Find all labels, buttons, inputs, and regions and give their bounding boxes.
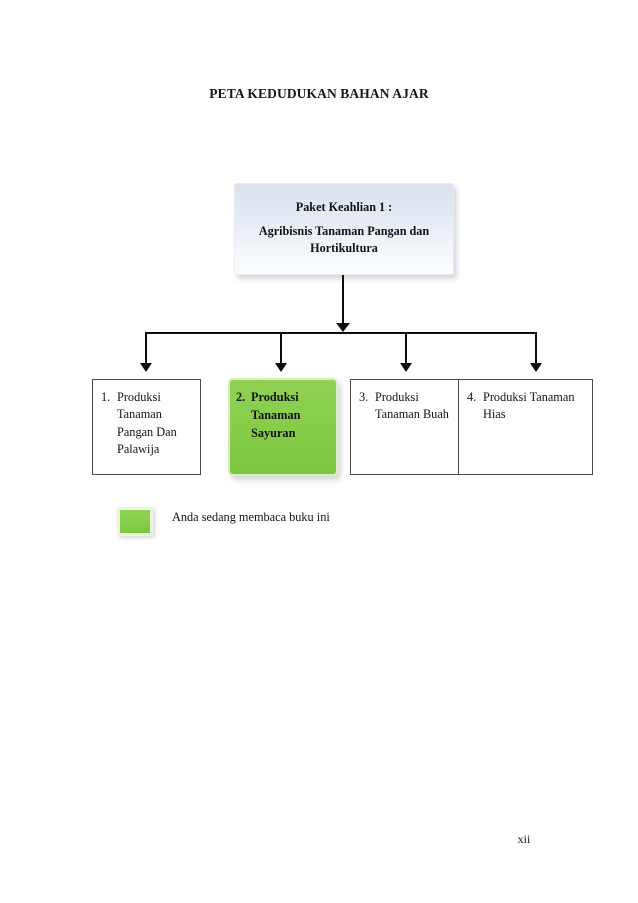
- diagram-node-1: 1. Produksi Tanaman Pangan Dan Palawija: [92, 379, 201, 475]
- connector-arrowhead-icon-3: [400, 363, 412, 372]
- connector-drop-line-2: [280, 332, 282, 366]
- legend-color-swatch: [117, 507, 153, 536]
- root-node-heading: Paket Keahlian 1 :: [295, 200, 393, 215]
- legend-label: Anda sedang membaca buku ini: [172, 510, 330, 524]
- diagram-node-3: 3. Produksi Tanaman Buah: [350, 379, 460, 475]
- connector-stem-line: [342, 275, 344, 326]
- connector-arrowhead-icon-4: [530, 363, 542, 372]
- connector-horizontal-bus: [145, 332, 537, 334]
- diagram-node-4: 4. Produksi Tanaman Hias: [458, 379, 593, 475]
- connector-drop-line-4: [535, 332, 537, 366]
- page-title: PETA KEDUDUKAN BAHAN AJAR: [209, 86, 429, 101]
- diagram-node-3-label: Produksi Tanaman Buah: [375, 390, 449, 422]
- connector-arrowhead-icon-1: [140, 363, 152, 372]
- page-number: xii: [517, 832, 531, 846]
- diagram-node-2-highlighted: 2. Produksi Tanaman Sayuran: [228, 378, 338, 476]
- diagram-node-3-number: 3.: [359, 390, 369, 404]
- diagram-node-1-label: Produksi Tanaman Pangan Dan Palawija: [117, 390, 177, 457]
- root-node-subheading: Agribisnis Tanaman Pangan dan Hortikultu…: [258, 224, 430, 255]
- diagram-node-4-number: 4.: [467, 390, 477, 404]
- connector-arrowhead-icon-2: [275, 363, 287, 372]
- diagram-node-2-label: Produksi Tanaman Sayuran: [251, 390, 301, 440]
- connector-drop-line-3: [405, 332, 407, 366]
- diagram-root-node: Paket Keahlian 1 : Agribisnis Tanaman Pa…: [234, 183, 454, 275]
- diagram-node-2-number: 2.: [236, 390, 246, 404]
- connector-drop-line-1: [145, 332, 147, 366]
- diagram-node-4-label: Produksi Tanaman Hias: [483, 390, 575, 422]
- connector-stem-arrowhead-icon: [336, 323, 350, 332]
- diagram-node-1-number: 1.: [101, 390, 111, 404]
